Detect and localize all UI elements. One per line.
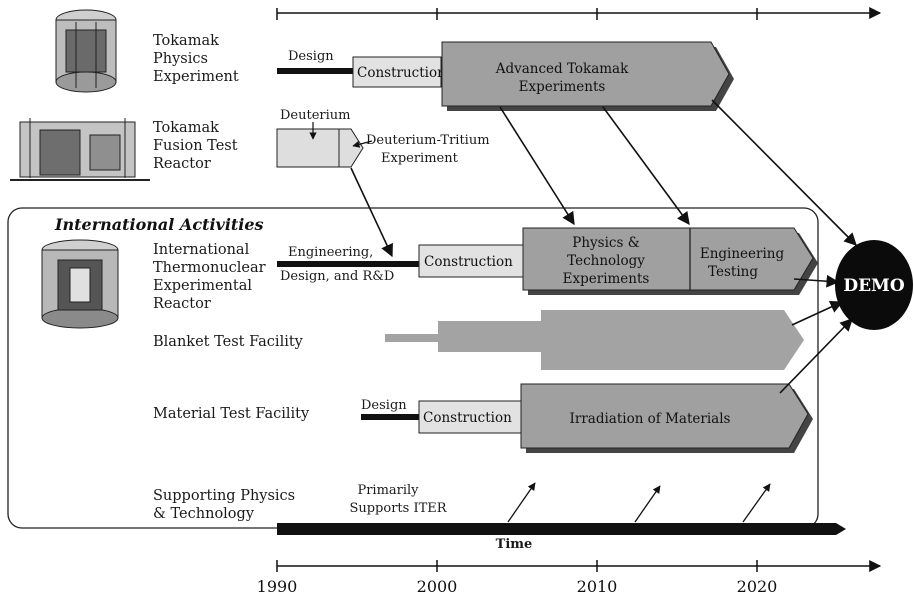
iter-illustration	[41, 239, 119, 329]
year-2020: 2020	[737, 577, 778, 596]
svg-text:Fusion Test: Fusion Test	[153, 138, 238, 154]
svg-text:Physics &: Physics &	[572, 235, 639, 251]
year-2010: 2010	[577, 577, 618, 596]
svg-text:Engineering,: Engineering,	[288, 245, 373, 260]
svg-text:Irradiation of Materials: Irradiation of Materials	[570, 411, 731, 427]
svg-text:Experimental: Experimental	[153, 278, 252, 294]
blanket-arrow	[385, 310, 804, 370]
svg-text:Thermonuclear: Thermonuclear	[153, 260, 266, 276]
time-bar	[277, 523, 846, 535]
label-tokamak-physics-experiment: Tokamak Physics Experiment	[153, 33, 239, 85]
row-blanket	[385, 310, 804, 370]
svg-text:DEMO: DEMO	[843, 276, 905, 296]
svg-text:Experiments: Experiments	[519, 79, 606, 95]
svg-text:Design: Design	[361, 398, 407, 413]
svg-text:& Technology: & Technology	[153, 506, 255, 522]
demo-node: DEMO	[835, 240, 913, 330]
flow-arrows	[350, 99, 857, 394]
top-axis	[276, 7, 882, 20]
tpe-construction-label: Construction	[357, 65, 446, 81]
svg-text:Reactor: Reactor	[153, 296, 211, 312]
svg-text:Construction: Construction	[424, 254, 513, 270]
label-blanket-test-facility: Blanket Test Facility	[153, 334, 304, 350]
row-tftr: Deuterium Deuterium-Tritium Experiment	[276, 108, 490, 168]
svg-text:Construction: Construction	[423, 410, 512, 426]
svg-text:Advanced Tokamak: Advanced Tokamak	[495, 61, 629, 77]
label-supporting-physics: Supporting Physics & Technology	[153, 488, 295, 522]
year-1990: 1990	[257, 577, 298, 596]
svg-text:Experiment: Experiment	[381, 151, 459, 166]
svg-text:Tokamak: Tokamak	[153, 120, 219, 136]
mtf-design-bar	[361, 414, 419, 420]
tpe-design-bar	[277, 68, 353, 74]
tpe-construction-box	[352, 56, 442, 88]
bottom-axis: 1990 2000 2010 2020	[257, 560, 882, 596]
svg-text:Technology: Technology	[567, 253, 645, 269]
label-tokamak-fusion-test-reactor: Tokamak Fusion Test Reactor	[153, 120, 238, 172]
tokamak-physics-experiment-illustration	[55, 9, 117, 93]
row-supporting: Primarily Supports ITER Time	[277, 482, 846, 552]
iter-eng-bar	[277, 261, 419, 267]
svg-text:Primarily: Primarily	[357, 483, 419, 498]
svg-text:Design, and R&D: Design, and R&D	[280, 269, 394, 284]
svg-text:Physics: Physics	[153, 51, 208, 67]
row-tpe: Design Construction Advanced Tokamak Exp…	[277, 41, 734, 111]
svg-text:Reactor: Reactor	[153, 156, 211, 172]
label-iter: International Thermonuclear Experimental…	[153, 242, 266, 312]
label-material-test-facility: Material Test Facility	[153, 406, 310, 422]
tokamak-fusion-test-reactor-illustration	[10, 118, 150, 181]
tpe-design-label: Design	[288, 49, 334, 64]
year-2000: 2000	[417, 577, 458, 596]
svg-text:International: International	[153, 242, 250, 258]
svg-text:Tokamak: Tokamak	[153, 33, 219, 49]
tpe-advanced-arrow	[441, 41, 730, 107]
svg-text:Testing: Testing	[708, 264, 758, 280]
svg-text:Supports ITER: Supports ITER	[349, 501, 447, 516]
row-iter: Engineering, Design, and R&D Constructio…	[277, 227, 818, 295]
svg-text:Experiment: Experiment	[153, 69, 239, 85]
svg-text:Experiments: Experiments	[563, 271, 650, 287]
svg-text:Engineering: Engineering	[700, 246, 785, 262]
svg-text:Supporting Physics: Supporting Physics	[153, 488, 295, 504]
tftr-deuterium-label: Deuterium	[280, 108, 350, 123]
row-material: Design Construction Irradiation of Mater…	[361, 383, 813, 453]
section-title: International Activities	[54, 215, 264, 234]
svg-text:Deuterium-Tritium: Deuterium-Tritium	[366, 133, 490, 148]
svg-text:Time: Time	[496, 537, 533, 552]
